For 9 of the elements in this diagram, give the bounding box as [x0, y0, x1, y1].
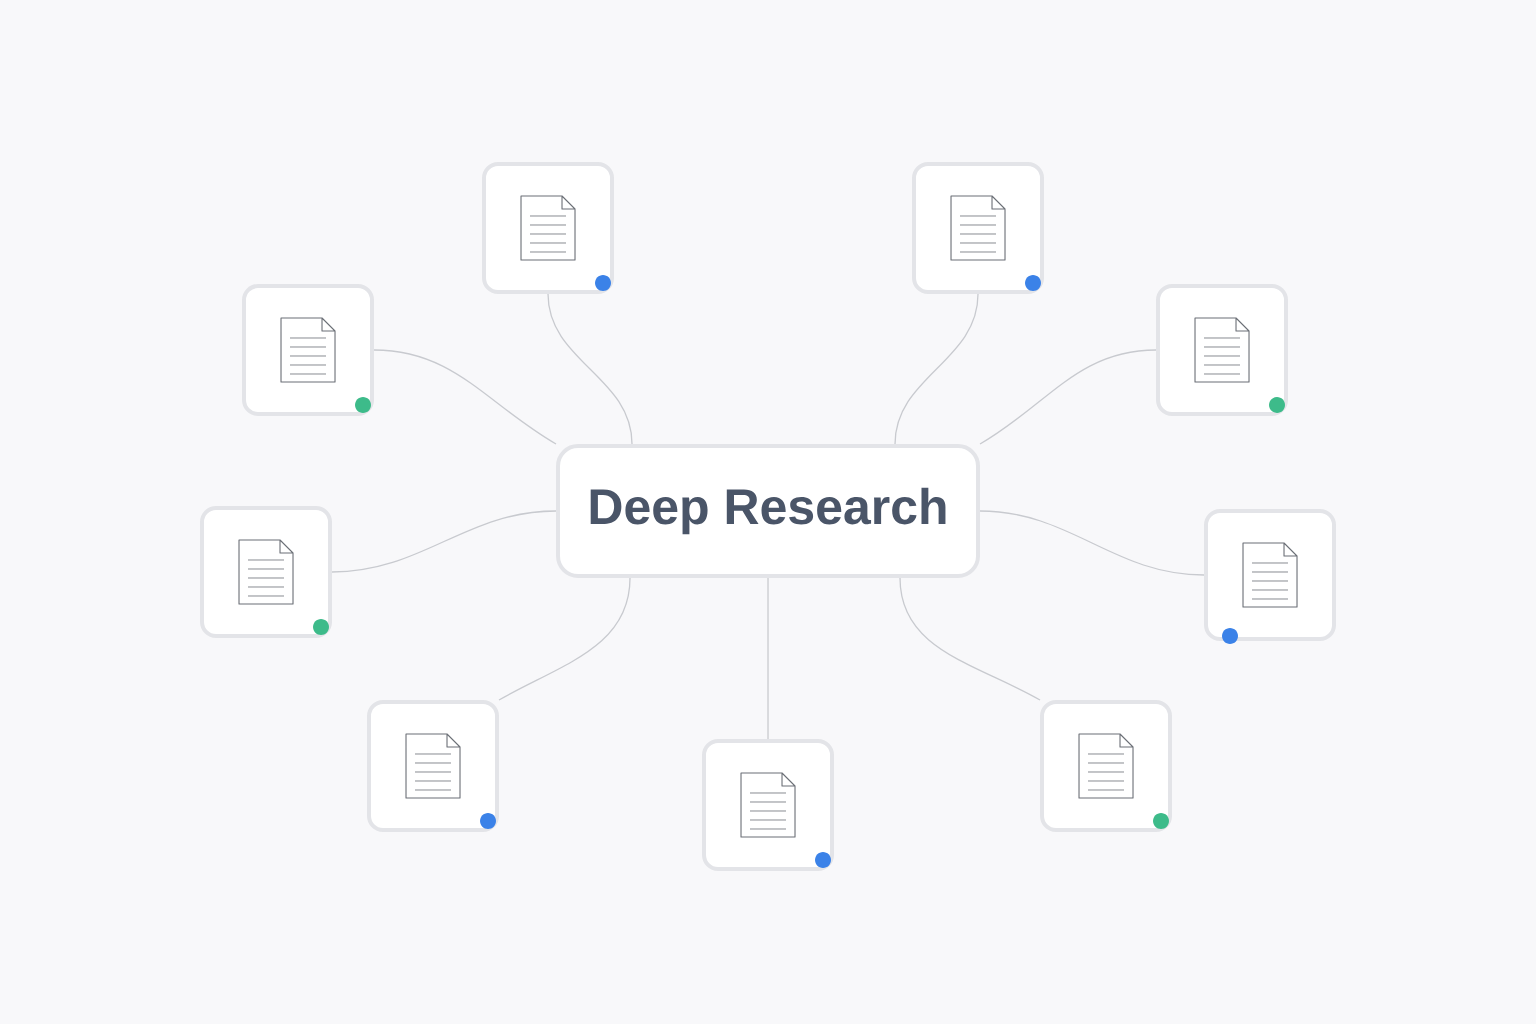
connector-line: [547, 293, 633, 445]
connector-line: [373, 349, 557, 445]
connector-line: [979, 349, 1157, 445]
connector-line: [331, 510, 557, 573]
connector-line: [498, 577, 631, 701]
connector-line: [899, 577, 1041, 701]
connector-line: [979, 510, 1205, 576]
title-box: Deep Research: [556, 444, 980, 578]
connector-line: [894, 293, 979, 445]
